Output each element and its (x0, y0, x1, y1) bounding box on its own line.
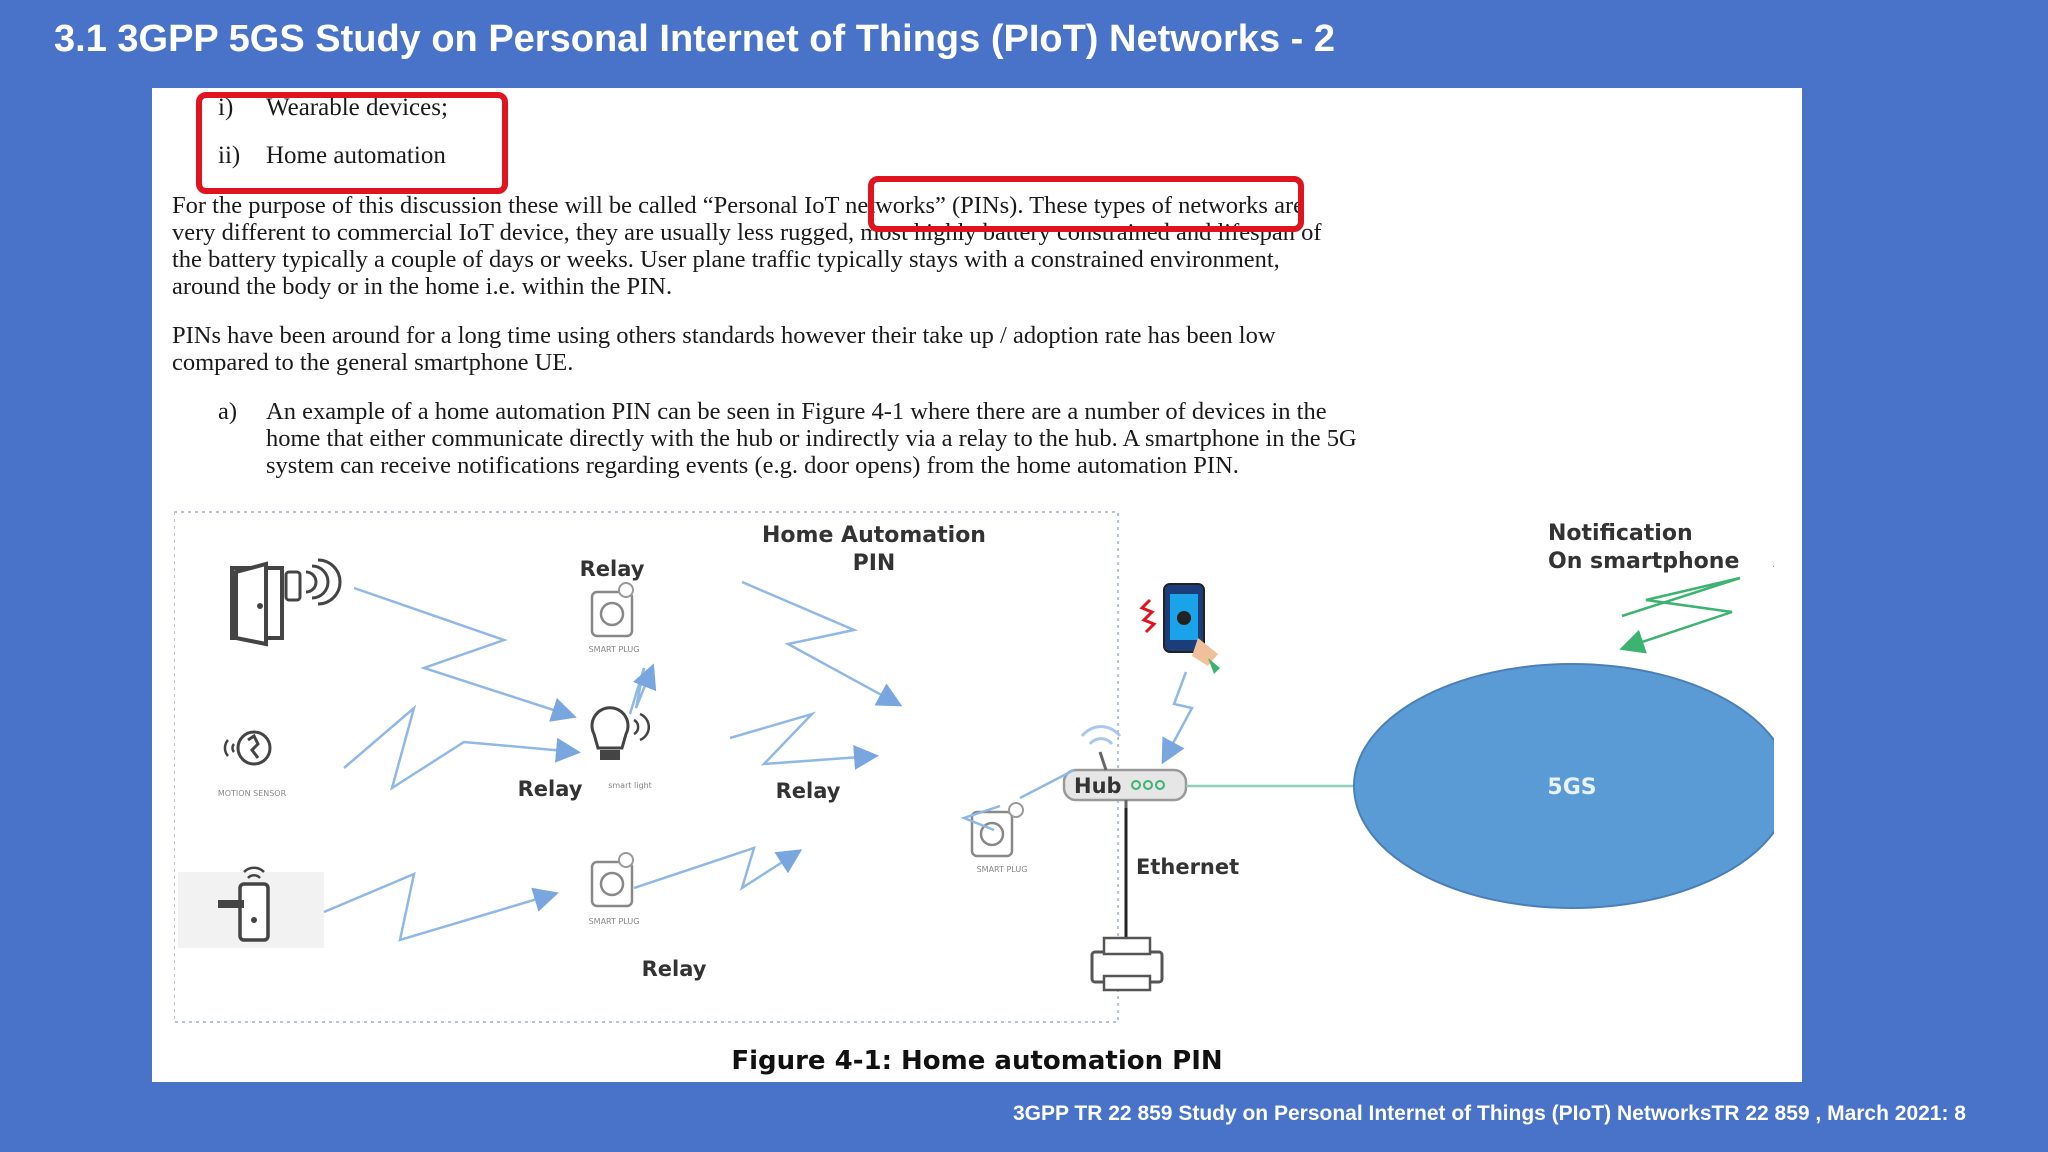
figure-caption: Figure 4-1: Home automation PIN (731, 1046, 1223, 1076)
list-text: Home automation (266, 142, 446, 169)
home-automation-figure: Home Automation PIN MOTION SENSOR (174, 511, 1774, 1023)
relay-label: Relay (580, 557, 645, 581)
smart-plug-caption: SMART PLUG (589, 645, 640, 654)
relay-label: Relay (642, 957, 707, 981)
example-line: system can receive notifications regardi… (266, 452, 1239, 479)
smart-plug-caption: SMART PLUG (589, 917, 640, 926)
smart-lock-icon (178, 866, 324, 948)
paragraph-line: compared to the general smartphone UE. (172, 349, 574, 376)
printer-icon (1090, 936, 1164, 992)
paragraph-line: PINs have been around for a long time us… (172, 322, 1276, 349)
relay-label: Relay (776, 779, 841, 803)
5gs-to-phone-link (1619, 576, 1741, 654)
smart-plug-relay-top-icon: Relay SMART PLUG (580, 557, 645, 654)
highlight-box-list (196, 92, 508, 194)
example-marker: a) (218, 398, 238, 425)
slide-footer: 3GPP TR 22 859 Study on Personal Interne… (1012, 1102, 1966, 1125)
example-line: home that either communicate directly wi… (266, 425, 1357, 452)
paragraph-line: around the body or in the home i.e. with… (172, 273, 673, 300)
example-line: An example of a home automation PIN can … (266, 398, 1327, 425)
slide-title: 3.1 3GPP 5GS Study on Personal Internet … (54, 18, 1335, 60)
smart-plug-relay-right-icon: Relay SMART PLUG (776, 779, 1028, 874)
paragraph-adoption: PINs have been around for a long time us… (172, 322, 1782, 376)
figure-title-pin: PIN (853, 551, 896, 576)
list-item-home-automation: ii) Home automation (218, 142, 446, 170)
document-page: i) Wearable devices; ii) Home automation F… (152, 88, 1802, 1082)
notification-label-line2: On smartphone (1548, 549, 1739, 574)
paragraph-line: the battery typically a couple of days o… (172, 246, 1280, 273)
ethernet-label: Ethernet (1136, 855, 1239, 879)
pin-boundary (174, 511, 1119, 1023)
highlight-box-pins (868, 176, 1304, 232)
paragraph-pins-definition: For the purpose of this discussion these… (172, 192, 1782, 300)
list-text: Wearable devices; (266, 94, 448, 121)
list-marker: i) (218, 94, 234, 121)
list-marker: ii) (218, 142, 241, 169)
motion-sensor-icon: MOTION SENSOR (218, 730, 287, 798)
paragraph-line: very different to commercial IoT device,… (172, 219, 1322, 246)
motion-sensor-caption: MOTION SENSOR (218, 789, 287, 798)
smartphone-pin-icon (1139, 583, 1220, 674)
smart-light-caption: smart light (608, 781, 652, 790)
figure-title: Home Automation (762, 523, 986, 548)
door-sensor-icon (230, 558, 342, 647)
wireless-links (323, 580, 1194, 942)
smart-plug-caption: SMART PLUG (977, 865, 1028, 874)
5gs-label: 5GS (1547, 775, 1596, 800)
paragraph-line: For the purpose of this discussion these… (172, 192, 1304, 219)
5gs-network-circle (1353, 663, 1774, 909)
smart-light-relay-icon: Relay smart light (518, 706, 652, 801)
list-item-wearable: i) Wearable devices; (218, 94, 448, 122)
relay-label: Relay (518, 777, 583, 801)
notification-label: Notification (1548, 521, 1693, 546)
hub-label: Hub (1074, 774, 1122, 798)
smart-plug-relay-bottom-icon: SMART PLUG Relay (589, 852, 707, 981)
hub-icon: Hub (1062, 725, 1188, 808)
